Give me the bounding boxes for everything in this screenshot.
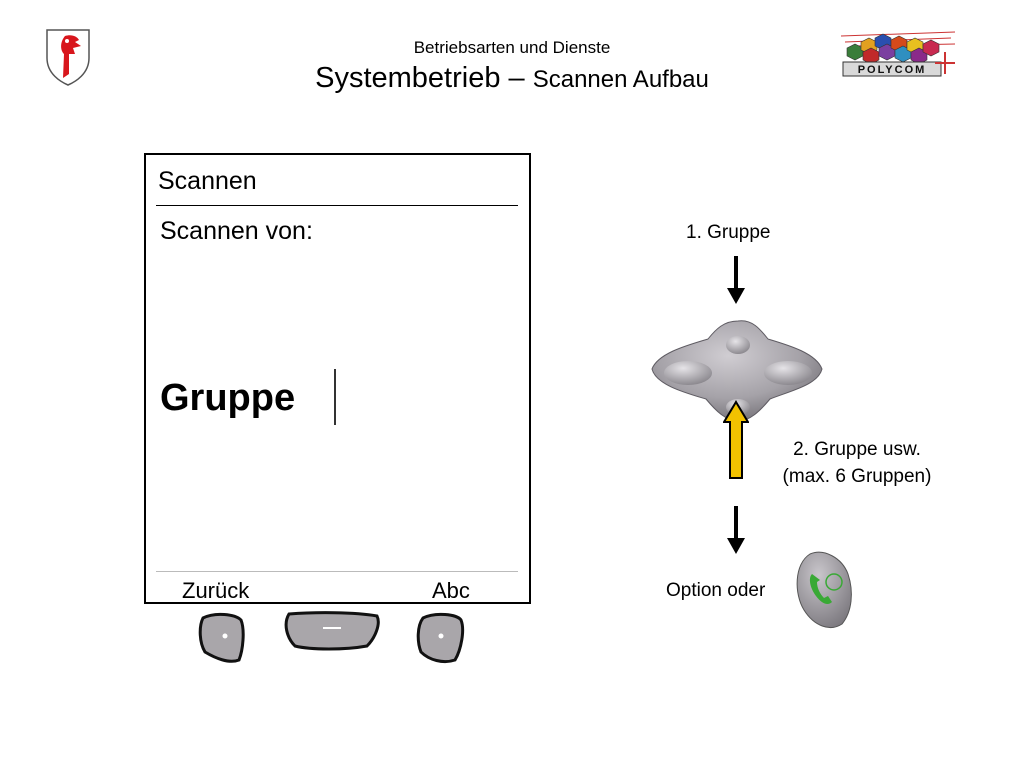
softkey-left-icon[interactable] <box>198 612 245 663</box>
scan-from-label: Scannen von: <box>160 217 313 245</box>
call-key-icon[interactable] <box>790 548 856 637</box>
softkey-abc-label[interactable]: Abc <box>432 578 470 603</box>
step-second-group-label: 2. Gruppe usw. (max. 6 Gruppen) <box>762 436 952 490</box>
slide-title-main: Systembetrieb – <box>315 62 525 94</box>
softkey-row <box>195 606 467 673</box>
crest-icon <box>45 28 91 91</box>
step-first-group-label: 1. Gruppe <box>686 222 771 243</box>
arrow-down-icon <box>726 506 746 561</box>
header-divider <box>156 205 518 206</box>
option-or-label: Option oder <box>666 580 766 601</box>
softkey-divider <box>156 571 518 572</box>
slide-title: Systembetrieb – Scannen Aufbau <box>0 62 1024 95</box>
selected-group-value[interactable]: Gruppe <box>160 377 296 419</box>
polycom-logo-icon: POLYCOM <box>835 30 959 85</box>
slide-subtitle: Betriebsarten und Dienste <box>413 38 611 57</box>
softkey-middle-icon[interactable] <box>284 611 380 651</box>
slide-title-small: Scannen Aufbau <box>532 66 709 93</box>
phone-display: Scannen Scannen von: Gruppe Zurück Abc <box>144 153 531 604</box>
menu-header: Scannen <box>158 167 257 195</box>
softkey-back-label[interactable]: Zurück <box>182 578 250 603</box>
softkey-right-icon[interactable] <box>416 612 465 664</box>
text-cursor <box>334 369 336 425</box>
polycom-logo-text: POLYCOM <box>858 64 927 76</box>
navigation-pad-icon[interactable] <box>648 315 828 430</box>
step-second-line2: (max. 6 Gruppen) <box>782 466 932 487</box>
arrow-down-icon <box>726 256 746 311</box>
arrow-up-icon <box>722 400 750 485</box>
step-second-line1: 2. Gruppe usw. <box>793 439 921 460</box>
